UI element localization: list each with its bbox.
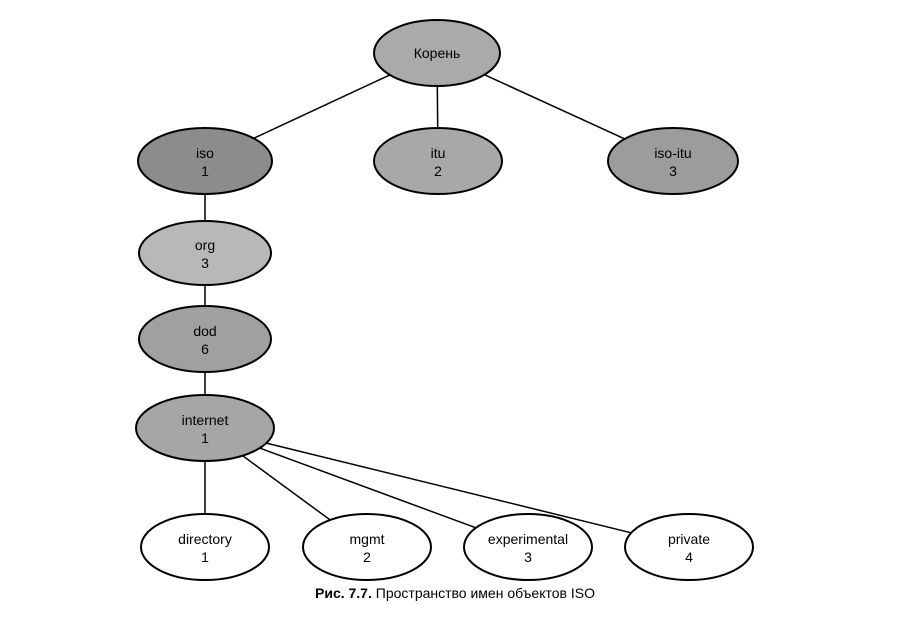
node-iso-itu-num: 3	[669, 163, 677, 179]
node-dod-shape	[138, 305, 272, 373]
node-directory: directory 1	[140, 513, 270, 581]
node-dod: dod 6	[138, 305, 272, 373]
edge-internet-experimental	[259, 447, 477, 529]
node-iso-shape	[137, 127, 273, 195]
node-root-name: Корень	[414, 45, 461, 61]
node-dod-num: 6	[201, 341, 209, 357]
node-directory-num: 1	[201, 549, 209, 565]
node-iso-itu: iso-itu 3	[607, 127, 739, 195]
node-itu-num: 2	[434, 163, 442, 179]
node-experimental: experimental 3	[463, 513, 593, 581]
edge-internet-private	[266, 442, 632, 534]
node-mgmt: mgmt 2	[302, 513, 432, 581]
node-org: org 3	[138, 220, 272, 286]
tree-edges	[204, 74, 632, 534]
node-itu-name: itu	[431, 145, 446, 161]
node-directory-shape	[140, 513, 270, 581]
node-mgmt-num: 2	[363, 549, 371, 565]
node-experimental-name: experimental	[488, 531, 568, 547]
node-org-shape	[138, 220, 272, 286]
edge-root-iso	[253, 74, 391, 139]
node-iso-num: 1	[201, 163, 209, 179]
node-iso: iso 1	[137, 127, 273, 195]
node-internet-num: 1	[201, 430, 209, 446]
node-experimental-shape	[463, 513, 593, 581]
figure-caption-text: Пространство имен объектов ISO	[375, 585, 595, 601]
node-experimental-num: 3	[524, 549, 532, 565]
edge-root-iso-itu	[484, 74, 626, 140]
node-private-name: private	[668, 531, 710, 547]
edge-internet-mgmt	[242, 455, 331, 521]
node-mgmt-name: mgmt	[350, 531, 385, 547]
node-dod-name: dod	[193, 323, 216, 339]
node-org-num: 3	[201, 255, 209, 271]
node-root-shape	[373, 19, 501, 87]
node-private-num: 4	[685, 549, 693, 565]
figure-caption: Рис. 7.7. Пространство имен объектов ISO	[0, 585, 910, 601]
figure-caption-label: Рис. 7.7.	[315, 585, 372, 601]
node-internet-name: internet	[182, 412, 229, 428]
node-iso-itu-shape	[607, 127, 739, 195]
node-mgmt-shape	[302, 513, 432, 581]
node-private-shape	[624, 513, 754, 581]
node-root: Корень	[373, 19, 501, 87]
node-itu: itu 2	[373, 127, 503, 195]
node-private: private 4	[624, 513, 754, 581]
node-iso-itu-name: iso-itu	[654, 145, 691, 161]
node-org-name: org	[195, 237, 215, 253]
node-internet-shape	[135, 394, 275, 462]
node-directory-name: directory	[178, 531, 232, 547]
node-internet: internet 1	[135, 394, 275, 462]
node-iso-name: iso	[196, 145, 214, 161]
node-itu-shape	[373, 127, 503, 195]
